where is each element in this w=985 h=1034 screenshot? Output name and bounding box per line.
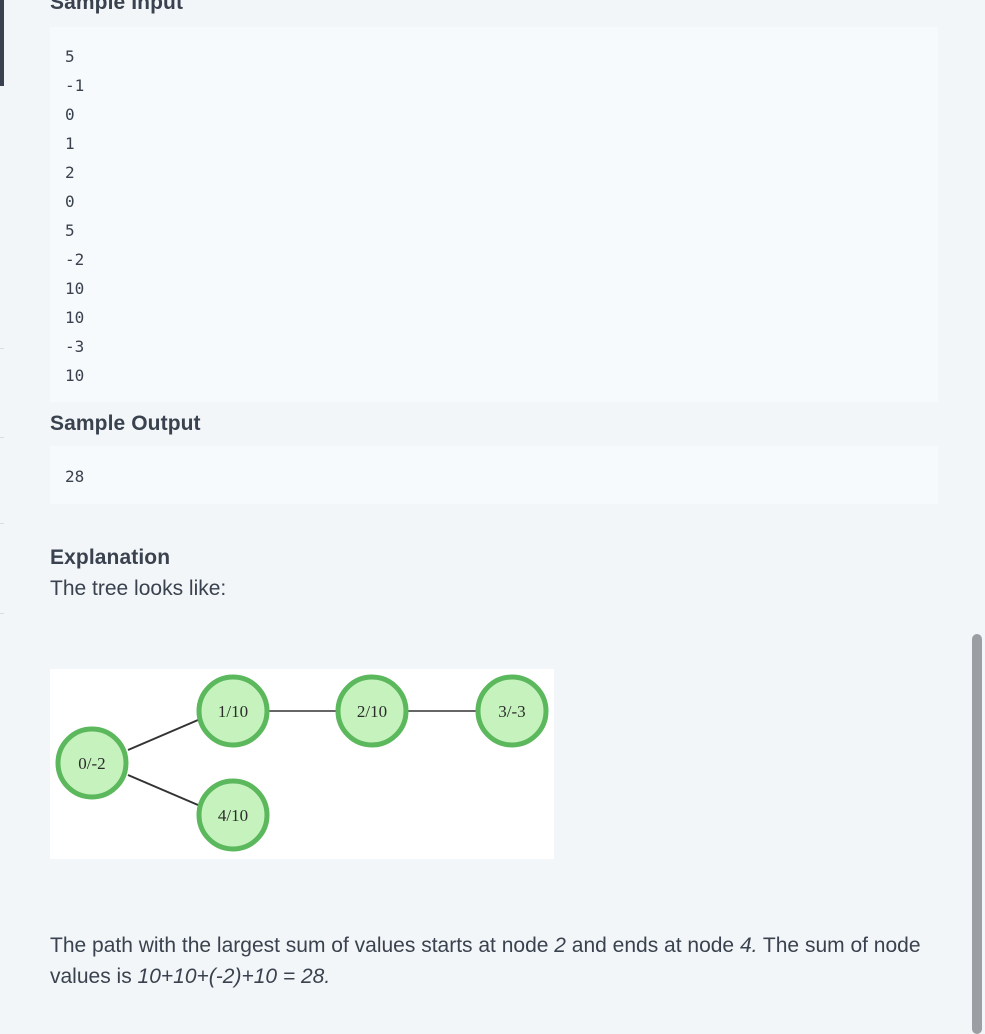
sample-input-line: 2 [65, 163, 75, 182]
sample-input-line: 1 [65, 134, 75, 153]
tree-node-circle [475, 674, 549, 748]
tree-edge-0-4 [127, 774, 199, 806]
tree-diagram: 0/-2 1/10 2/10 3/-3 4/10 [50, 669, 554, 859]
tree-node: 1/10 [196, 674, 270, 748]
tree-node: 3/-3 [475, 674, 549, 748]
tree-node-label: 2/10 [357, 702, 387, 721]
left-panel-divider [0, 437, 4, 438]
tree-node-label: 0/-2 [78, 754, 105, 773]
sample-input-line: 5 [65, 47, 75, 66]
paragraph-text: and ends at node [565, 934, 740, 957]
tree-node-label: 4/10 [218, 806, 248, 825]
tree-node-circle [55, 726, 129, 800]
tree-node: 2/10 [335, 674, 409, 748]
sample-input-line: -2 [65, 250, 85, 269]
paragraph-text: The path with the largest sum of values … [50, 934, 555, 957]
sample-input-block[interactable]: 5 -1 0 1 2 0 5 -2 10 10 -3 10 [50, 27, 938, 402]
sample-output-line: 28 [65, 467, 85, 486]
sample-input-line: 10 [65, 279, 85, 298]
left-panel-divider [0, 348, 4, 349]
tree-node: 0/-2 [55, 726, 129, 800]
explanation-intro: The tree looks like: [50, 577, 227, 600]
sample-output-heading: Sample Output [50, 412, 201, 435]
sample-output-block[interactable]: 28 [50, 446, 938, 504]
explanation-heading: Explanation [50, 546, 171, 569]
sample-input-line: -3 [65, 337, 85, 356]
tree-node-circle [335, 674, 409, 748]
tree-node-circle [196, 674, 270, 748]
tree-diagram-svg: 0/-2 1/10 2/10 3/-3 4/10 [55, 674, 549, 852]
scrollbar-thumb[interactable] [972, 634, 982, 1034]
sample-input-heading: Sample Input [50, 0, 184, 14]
sample-input-line: 10 [65, 308, 85, 327]
sample-input-line: 0 [65, 192, 75, 211]
paragraph-emphasis: 4. [739, 934, 758, 957]
tree-node-label: 3/-3 [498, 702, 525, 721]
tree-node: 4/10 [196, 778, 270, 852]
tree-edge-0-1 [127, 719, 199, 751]
sample-input-line: -1 [65, 76, 85, 95]
paragraph-emphasis: 10+10+(-2)+10 = 28. [137, 965, 331, 988]
explanation-paragraph: The path with the largest sum of values … [50, 930, 930, 992]
paragraph-text: The sum of node values is [50, 934, 921, 988]
tree-node-circle [196, 778, 270, 852]
left-panel-divider [0, 523, 4, 524]
left-panel-edge [0, 0, 4, 86]
sample-input-line: 5 [65, 221, 75, 240]
tree-node-label: 1/10 [218, 702, 248, 721]
sample-input-line: 10 [65, 366, 85, 385]
paragraph-emphasis: 2 [554, 934, 566, 957]
sample-input-line: 0 [65, 105, 75, 124]
left-panel-divider [0, 613, 4, 614]
